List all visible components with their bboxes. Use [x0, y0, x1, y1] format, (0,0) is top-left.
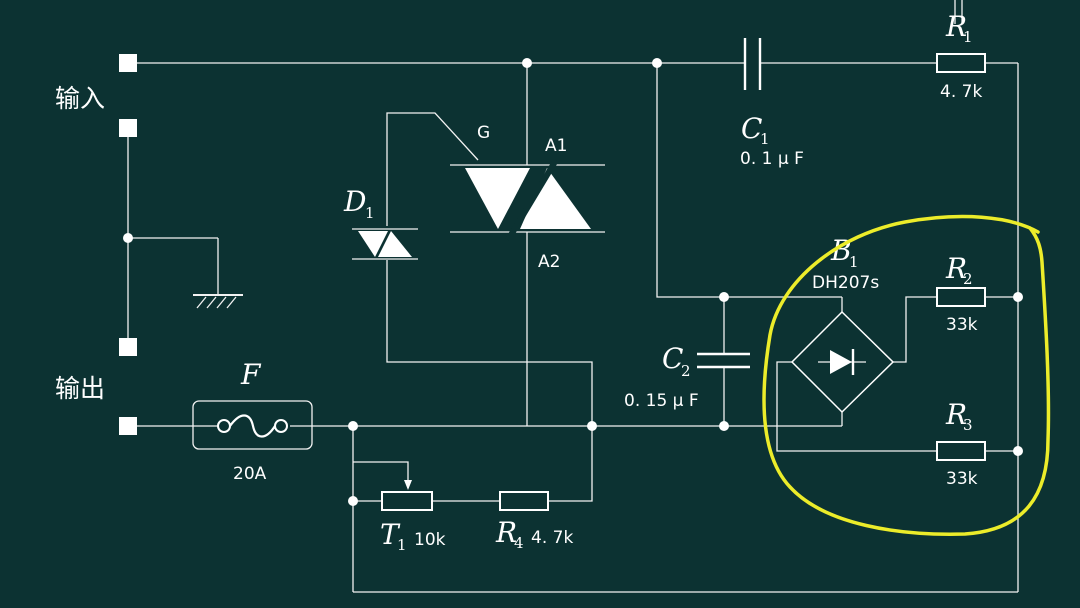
output-terminal-2 — [119, 417, 137, 435]
triac-gate-label: G — [477, 123, 490, 143]
resistor-r1: R 1 4. 7k — [936, 10, 986, 102]
output-label: 输出 — [55, 374, 105, 403]
input-terminal-1 — [119, 54, 137, 72]
bridge-index: 1 — [849, 253, 859, 271]
r3-value: 33k — [946, 469, 978, 489]
input-label: 输入 — [55, 84, 105, 113]
potentiometer-t1: T 1 10k — [380, 480, 446, 554]
output-terminal-1 — [119, 338, 137, 356]
t1-symbol: T — [380, 518, 401, 551]
resistor-r4: R 4 4. 7k — [495, 491, 573, 552]
bridge-part: DH207s — [812, 273, 879, 293]
r2-value: 33k — [946, 315, 978, 335]
capacitor-c2: C 2 0. 15 μ F — [624, 342, 750, 411]
r1-value: 4. 7k — [940, 82, 982, 102]
r4-value: 4. 7k — [531, 528, 573, 548]
c1-index: 1 — [760, 130, 770, 148]
wires — [127, 0, 1019, 593]
r4-symbol: R — [495, 516, 517, 549]
ground-symbol — [193, 294, 243, 309]
c1-symbol: C — [741, 112, 762, 145]
capacitor-c1: C 1 0. 1 μ F — [740, 38, 804, 169]
c1-value: 0. 1 μ F — [740, 149, 804, 169]
r4-index: 4 — [514, 534, 524, 552]
resistor-r3: R 3 33k — [936, 398, 986, 489]
c2-index: 2 — [681, 362, 691, 380]
diac-index: 1 — [365, 204, 375, 222]
fuse-symbol: F — [240, 358, 262, 391]
t1-value: 10k — [414, 530, 446, 550]
r3-index: 3 — [963, 416, 973, 434]
t1-index: 1 — [397, 536, 407, 554]
fuse-rating: 20A — [233, 464, 267, 484]
r2-symbol: R — [945, 252, 967, 285]
triac-a1-label: A1 — [545, 136, 567, 156]
junction-dots — [123, 58, 1023, 506]
triac: G A1 A2 — [450, 123, 605, 272]
r3-symbol: R — [945, 398, 967, 431]
c2-symbol: C — [662, 342, 683, 375]
diac-symbol: D — [343, 185, 366, 218]
resistor-r2: R 2 33k — [936, 252, 986, 335]
input-terminal-2 — [119, 119, 137, 137]
bridge-rectifier: B 1 DH207s — [790, 234, 895, 414]
triac-a2-label: A2 — [538, 252, 560, 272]
highlight-circle — [762, 214, 1051, 536]
terminals: 输入 输出 — [55, 54, 137, 435]
c2-value: 0. 15 μ F — [624, 391, 699, 411]
r2-index: 2 — [963, 270, 973, 288]
diac: D 1 — [343, 185, 418, 260]
r1-index: 1 — [963, 28, 973, 46]
r1-symbol: R — [945, 10, 967, 43]
fuse: F 20A — [192, 358, 313, 484]
